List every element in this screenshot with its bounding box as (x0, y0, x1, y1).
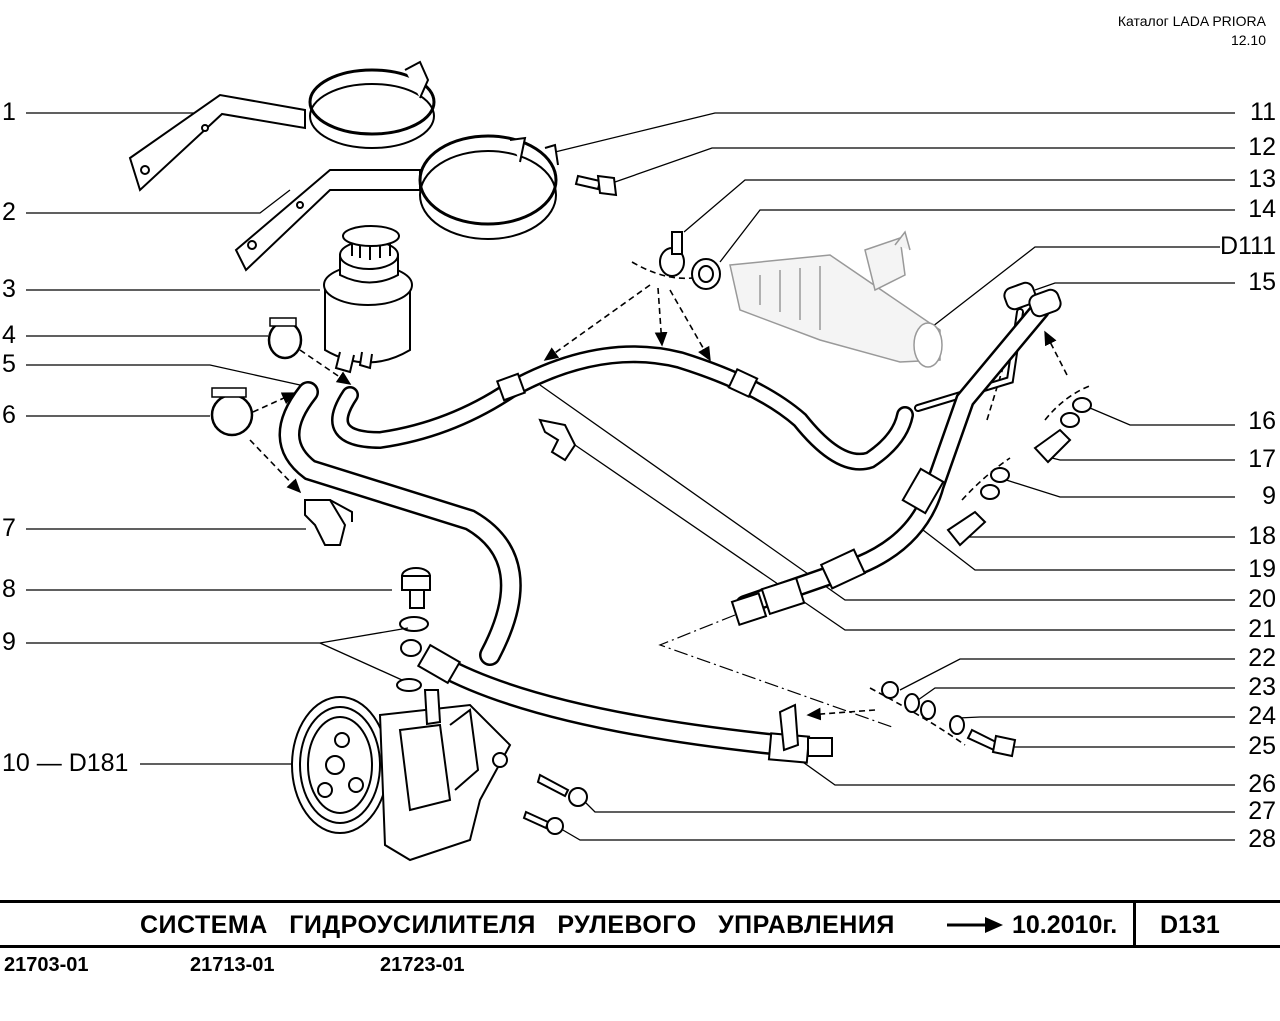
leader-lines-left (26, 104, 409, 765)
callout-1: 1 (2, 98, 16, 126)
callout-19: 19 (1248, 555, 1276, 583)
part-14-sleeve (691, 258, 721, 290)
model-code-3: 21723-01 (380, 954, 465, 976)
section-title: СИСТЕМА ГИДРОУСИЛИТЕЛЯ РУЛЕВОГО УПРАВЛЕН… (140, 911, 895, 939)
power-steering-pump (291, 689, 512, 862)
callout-4: 4 (2, 321, 16, 349)
callout-14: 14 (1248, 195, 1276, 223)
catalog-name: Каталог LADA PRIORA (1117, 13, 1266, 29)
callout-2: 2 (2, 198, 16, 226)
part-4-clamp (267, 317, 303, 360)
exploded-parts-diagram (26, 60, 1235, 862)
callout-d111: D111 (1219, 232, 1276, 260)
callout-16: 16 (1248, 407, 1276, 435)
callout-20: 20 (1248, 585, 1276, 613)
callout-21: 21 (1248, 615, 1276, 643)
callout-28: 28 (1248, 825, 1276, 853)
callout-23: 23 (1248, 673, 1276, 701)
valid-until-date: 10.2010г. (1012, 911, 1118, 939)
hose-fittings (416, 281, 1062, 764)
part-11-bolt (574, 174, 618, 197)
callout-9-left: 9 (2, 628, 16, 656)
part-8-fitting (401, 567, 431, 609)
callout-27: 27 (1248, 797, 1276, 825)
arrow-right-icon (947, 917, 1003, 933)
callout-11: 11 (1250, 98, 1276, 126)
callout-18: 18 (1248, 522, 1276, 550)
title-divider (1133, 903, 1136, 945)
bolts-27-28 (522, 773, 588, 835)
callout-3: 3 (2, 275, 16, 303)
part-6-clamp (210, 387, 254, 437)
catalog-edition: 12.10 (1230, 32, 1266, 48)
callout-13: 13 (1248, 165, 1276, 193)
part-2-bracket (234, 134, 559, 272)
callout-9-right: 9 (1262, 482, 1276, 510)
callout-12: 12 (1248, 133, 1276, 161)
callout-26: 26 (1248, 770, 1276, 798)
part-7-clip (304, 499, 353, 546)
part-3-reservoir (323, 225, 413, 374)
steering-rack (729, 230, 943, 368)
suction-hose (278, 381, 522, 666)
catalog-header: Каталог LADA PRIORA 12.10 (1118, 12, 1266, 50)
part-13-clip (659, 231, 685, 277)
model-code-1: 21703-01 (4, 954, 89, 976)
callout-6: 6 (2, 401, 16, 429)
leader-lines-right (539, 112, 1235, 841)
section-code: D131 (1160, 911, 1220, 939)
callout-25: 25 (1248, 732, 1276, 760)
callout-8: 8 (2, 575, 16, 603)
small-fittings (778, 397, 1092, 758)
callout-15: 15 (1248, 268, 1276, 296)
model-code-2: 21713-01 (190, 954, 275, 976)
callout-10-d181: 10 — D181 (2, 749, 129, 777)
centre-line (658, 614, 896, 729)
part-9-washers (396, 616, 429, 692)
callout-24: 24 (1248, 702, 1276, 730)
title-block: СИСТЕМА ГИДРОУСИЛИТЕЛЯ РУЛЕВОГО УПРАВЛЕН… (0, 900, 1280, 948)
clip-small (538, 418, 577, 462)
part-1-bracket (128, 60, 436, 192)
callout-17: 17 (1248, 445, 1276, 473)
callout-7: 7 (2, 514, 16, 542)
callout-22: 22 (1248, 644, 1276, 672)
callout-5: 5 (2, 350, 16, 378)
